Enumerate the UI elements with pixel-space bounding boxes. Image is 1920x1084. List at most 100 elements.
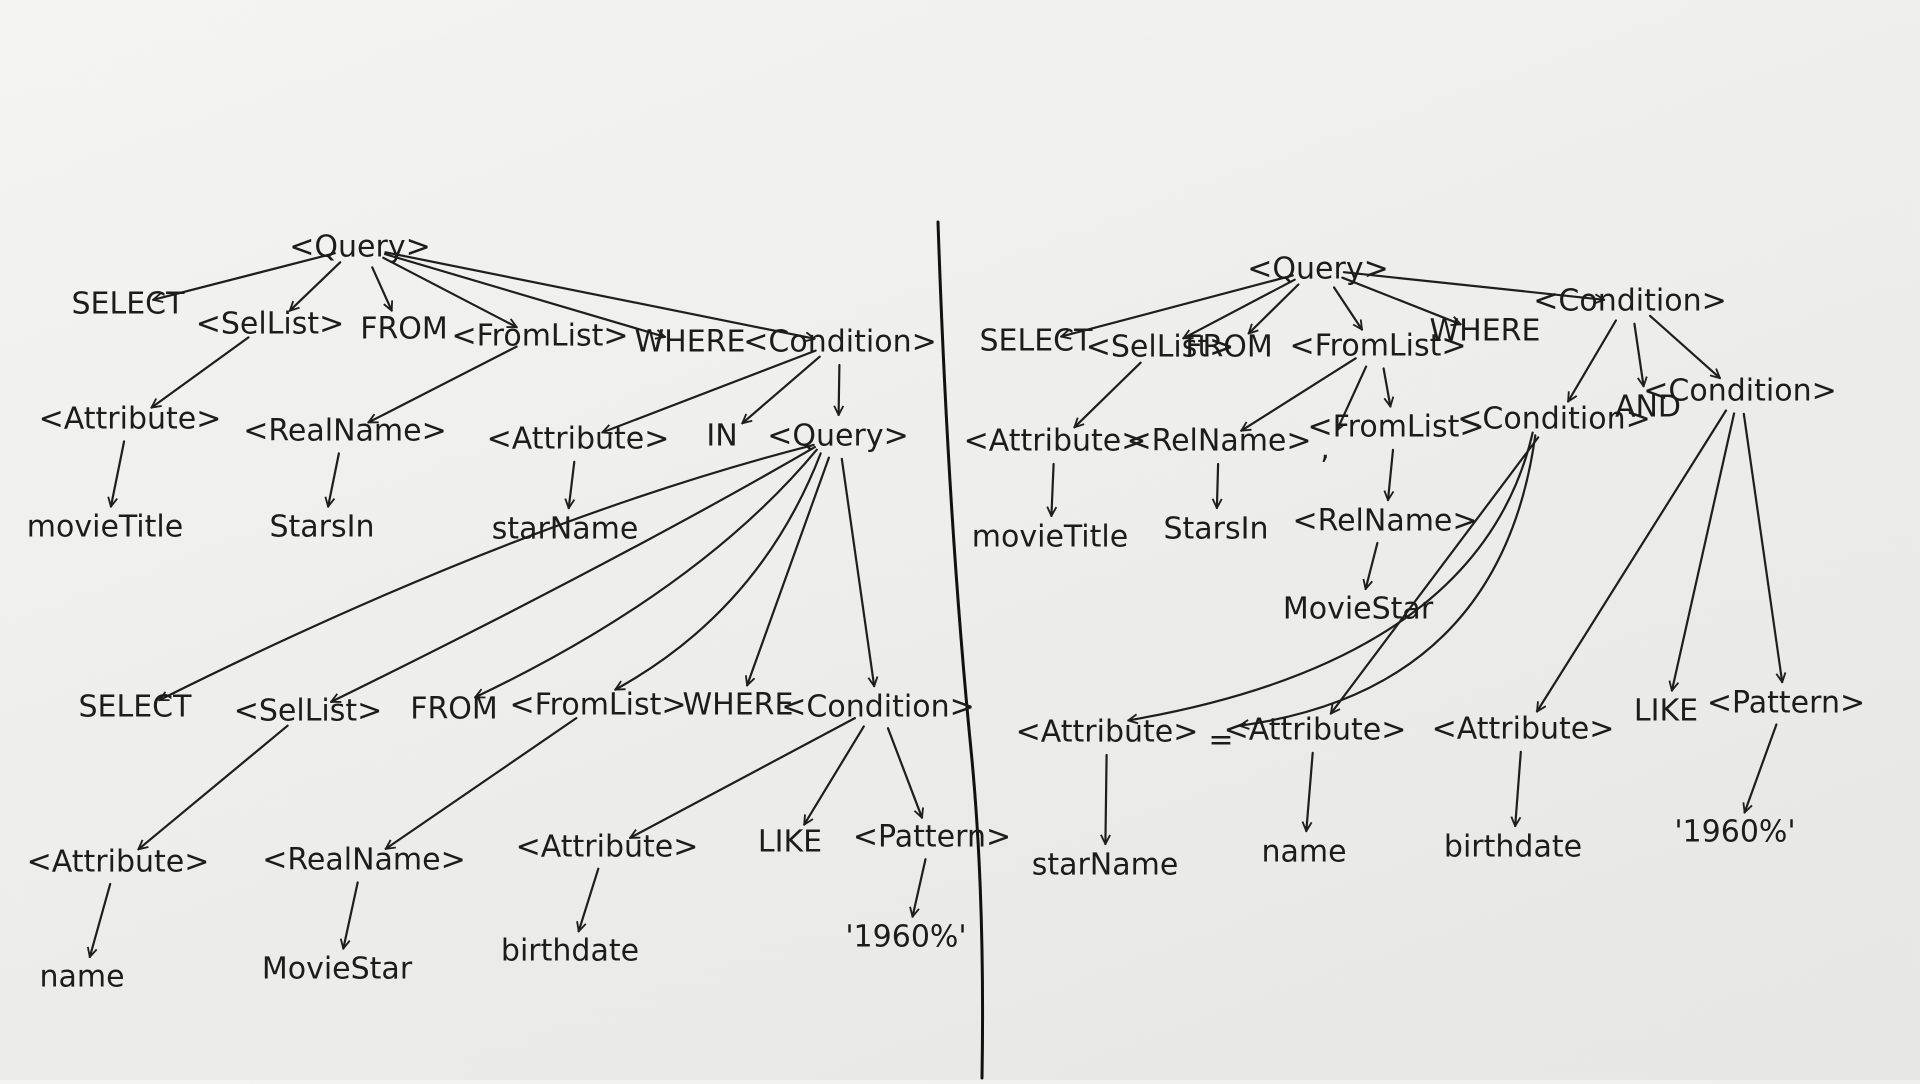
right-node-attr4: <Attribute> (1432, 712, 1615, 747)
right-edge-q-fromlist (1332, 286, 1362, 329)
right-edge-sellist-attr1 (1074, 361, 1142, 428)
right-node-birthdate: birthdate (1444, 830, 1582, 865)
right-edge-pat-val (1745, 723, 1778, 813)
left-node-q2: <Query> (767, 419, 908, 454)
left-edge-rel2-moviestar (343, 881, 359, 948)
right-edge-q-where (1341, 276, 1460, 325)
right-edge-q-sellist (1183, 278, 1296, 340)
left-node-sel: SELECT (72, 287, 186, 322)
left-node-rel2: <RealName> (262, 843, 465, 878)
right-node-pat: <Pattern> (1707, 686, 1865, 721)
left-edge-attr1-movietitle (111, 440, 126, 506)
left-edge-cond2-pat (886, 727, 922, 817)
left-node-attr4: <Attribute> (516, 830, 699, 865)
right-node-attr2: <Attribute> (1016, 715, 1199, 750)
right-node-cond1: <Condition> (1457, 402, 1650, 437)
left-edge-cond-in (742, 355, 821, 424)
left-edge-cond2-like (803, 725, 865, 824)
right-node-sellist: <SelList> (1086, 330, 1235, 365)
left-node-like: LIKE (758, 825, 822, 860)
right-edge-attr2-starname (1105, 753, 1106, 846)
left-edge-q2-sellist2 (331, 446, 816, 703)
right-node-reln1: <RelName> (1126, 424, 1311, 459)
right-edge-cond2-like (1672, 412, 1736, 690)
left-edge-attr3-name (90, 882, 112, 957)
right-node-and: AND (1615, 390, 1681, 425)
left-node-sellist: <SelList> (196, 307, 345, 342)
right-node-movietitle: movieTitle (972, 520, 1128, 555)
right-node-moviestar: MovieStar (1283, 592, 1434, 627)
right-node-name: name (1261, 835, 1346, 870)
left-node-q: <Query> (289, 230, 430, 265)
left-node-name: name (39, 960, 124, 995)
left-edge-cond-attr2 (602, 349, 817, 433)
left-node-birthdate: birthdate (501, 934, 639, 969)
right-node-starsin: StarsIn (1163, 512, 1268, 547)
divider-line (936, 220, 985, 1080)
right-edge-reln1-starsin (1217, 462, 1218, 510)
left-node-cond: <Condition> (743, 325, 936, 360)
right-edge-q-cond (1342, 271, 1604, 300)
right-edge-cond1-attr2 (1128, 431, 1534, 721)
left-parse-tree: <Query>SELECT<SelList>FROM<FromList>WHER… (27, 230, 1011, 995)
left-edge-q-sel (153, 252, 336, 300)
left-edge-q2-fromlist2 (615, 452, 822, 691)
left-edge-rel1-starsin (328, 452, 340, 506)
left-edge-q-sellist (290, 261, 342, 310)
left-edge-q2-sel2 (159, 443, 815, 702)
right-node-where: WHERE (1430, 314, 1541, 349)
left-node-sel2: SELECT (79, 690, 193, 725)
right-edge-reln2-moviestar (1366, 541, 1379, 589)
left-node-cond2: <Condition> (781, 690, 974, 725)
right-node-cond2: <Condition> (1643, 374, 1836, 409)
left-node-val: '1960%' (845, 920, 966, 955)
left-edge-pat-val (913, 858, 927, 916)
right-node-fromlist2: <FromList> (1307, 410, 1484, 445)
left-node-fromlist2: <FromList> (509, 688, 686, 723)
right-tree-edges (1051, 271, 1782, 846)
left-edge-q-from (371, 266, 391, 310)
left-edge-q-fromlist (382, 256, 516, 329)
left-node-attr1: <Attribute> (39, 402, 222, 437)
right-edge-q-from (1249, 283, 1300, 334)
left-node-starsin: StarsIn (269, 510, 374, 545)
right-edge-cond-cond2 (1649, 314, 1720, 378)
left-node-moviestar: MovieStar (262, 952, 413, 987)
right-node-like: LIKE (1634, 694, 1698, 729)
right-node-reln2: <RelName> (1292, 504, 1477, 539)
left-node-where2: WHERE (683, 688, 794, 723)
left-edge-cond-q2 (839, 363, 840, 417)
right-node-cond: <Condition> (1533, 284, 1726, 319)
right-edge-cond-cond1 (1567, 319, 1617, 402)
left-edge-fromlist-rel1 (368, 345, 518, 424)
left-edge-q2-cond2 (840, 457, 874, 686)
right-node-attr3: <Attribute> (1224, 713, 1407, 748)
right-edge-cond2-attr4 (1535, 409, 1728, 712)
left-edge-attr4-birthdate (579, 867, 600, 932)
left-edge-attr2-starname (569, 460, 576, 508)
left-edge-q-where (383, 253, 665, 337)
right-node-from: FROM (1185, 330, 1273, 365)
right-node-attr1: <Attribute> (964, 424, 1147, 459)
right-node-comma: , (1320, 432, 1330, 467)
left-node-from2: FROM (410, 692, 498, 727)
right-edge-attr3-name (1306, 751, 1314, 831)
right-edge-attr1-movietitle (1051, 462, 1053, 516)
right-node-val: '1960%' (1674, 815, 1795, 850)
left-edge-q-cond (384, 251, 815, 338)
left-node-in: IN (706, 419, 737, 454)
right-edge-cond-and (1633, 322, 1643, 387)
left-node-where: WHERE (635, 325, 746, 360)
right-edge-fromlist2-reln2 (1388, 448, 1393, 500)
right-parse-tree: <Query>SELECT<SelList>FROM<FromList>WHER… (964, 252, 1865, 883)
left-node-movietitle: movieTitle (27, 510, 183, 545)
right-edge-attr4-birthdate (1515, 750, 1522, 826)
left-edge-q2-from2 (475, 448, 818, 698)
right-node-eq: = (1208, 723, 1233, 758)
right-node-q: <Query> (1247, 252, 1388, 287)
right-edge-fromlist-comma (1337, 365, 1368, 431)
right-edge-cond1-eq (1240, 434, 1537, 725)
left-edge-sellist2-attr3 (138, 724, 289, 850)
